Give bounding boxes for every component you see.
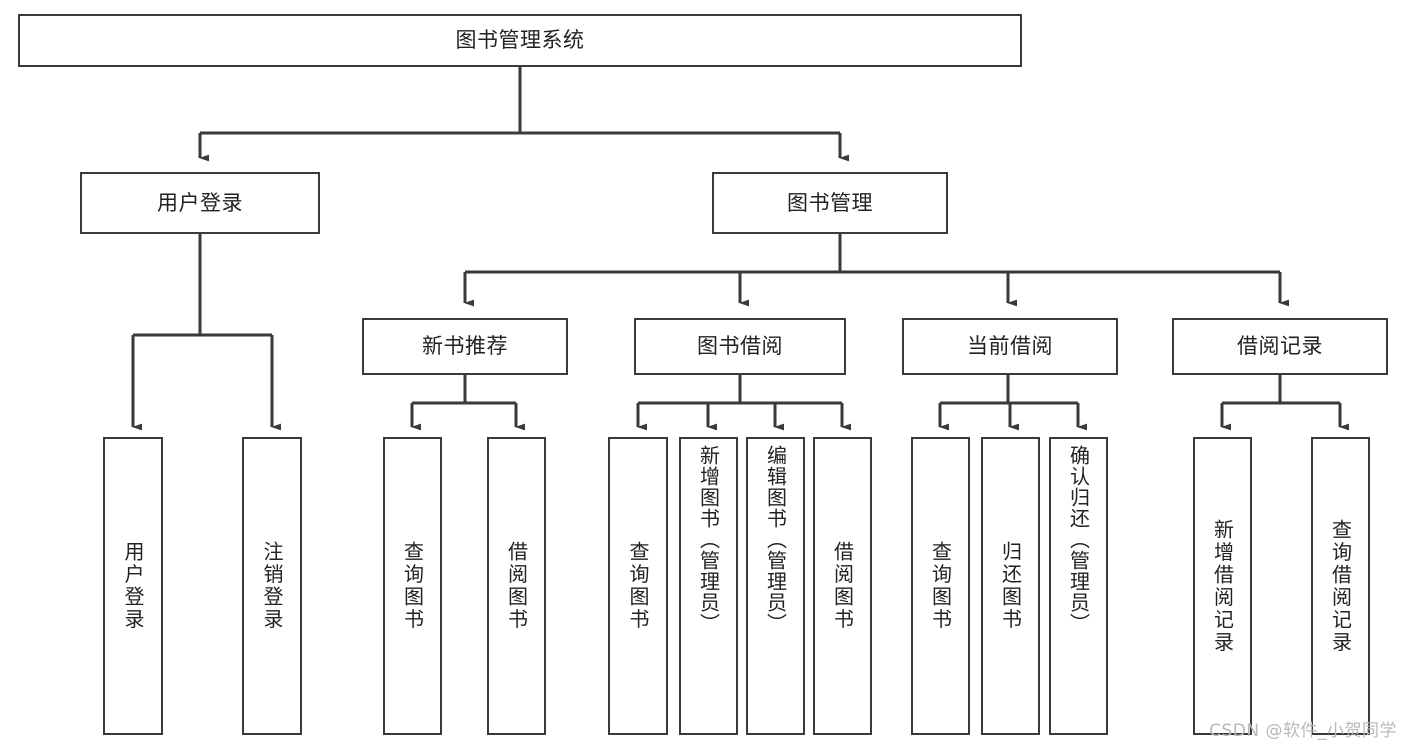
node-book-borrow[interactable]: 图书借阅 <box>634 318 846 375</box>
node-book-borrow-label: 图书借阅 <box>697 334 783 359</box>
leaf-query-book-3-label: 查询图书 <box>928 541 953 631</box>
node-current-borrow[interactable]: 当前借阅 <box>902 318 1118 375</box>
leaf-query-book-2-label: 查询图书 <box>626 541 650 631</box>
node-book-manage[interactable]: 图书管理 <box>712 172 948 234</box>
leaf-add-book[interactable]: 新增图书（管理员） <box>679 437 738 735</box>
leaf-edit-book-label: 编辑图书（管理员） <box>763 445 788 634</box>
node-current-borrow-label: 当前借阅 <box>967 334 1053 359</box>
leaf-return-book-label: 归还图书 <box>998 541 1023 631</box>
leaf-add-record-label: 新增借阅记录 <box>1210 518 1235 654</box>
leaf-add-record[interactable]: 新增借阅记录 <box>1193 437 1252 735</box>
csdn-watermark: CSDN @软件_小贺同学 <box>1209 721 1397 741</box>
leaf-query-record[interactable]: 查询借阅记录 <box>1311 437 1370 735</box>
node-borrow-record[interactable]: 借阅记录 <box>1172 318 1388 375</box>
leaf-confirm-return-label: 确认归还（管理员） <box>1066 445 1091 634</box>
node-root-system-label: 图书管理系统 <box>455 28 585 53</box>
leaf-query-book-3[interactable]: 查询图书 <box>911 437 970 735</box>
leaf-query-record-label: 查询借阅记录 <box>1328 518 1353 654</box>
node-root-system[interactable]: 图书管理系统 <box>18 14 1022 67</box>
leaf-logout-login-label: 注销登录 <box>260 541 284 631</box>
node-book-manage-label: 图书管理 <box>787 190 873 215</box>
leaf-user-login[interactable]: 用户登录 <box>103 437 163 735</box>
leaf-borrow-book-1-label: 借阅图书 <box>504 541 529 631</box>
leaf-borrow-book-1[interactable]: 借阅图书 <box>487 437 546 735</box>
leaf-logout-login[interactable]: 注销登录 <box>242 437 302 735</box>
node-new-book-recommend-label: 新书推荐 <box>422 334 508 359</box>
leaf-confirm-return[interactable]: 确认归还（管理员） <box>1049 437 1108 735</box>
node-user-login[interactable]: 用户登录 <box>80 172 320 234</box>
node-new-book-recommend[interactable]: 新书推荐 <box>362 318 568 375</box>
leaf-user-login-label: 用户登录 <box>121 541 145 631</box>
leaf-query-book-2[interactable]: 查询图书 <box>608 437 668 735</box>
leaf-add-book-label: 新增图书（管理员） <box>696 445 721 634</box>
leaf-edit-book[interactable]: 编辑图书（管理员） <box>746 437 805 735</box>
leaf-borrow-book-2[interactable]: 借阅图书 <box>813 437 872 735</box>
leaf-query-book-1-label: 查询图书 <box>400 541 425 631</box>
node-borrow-record-label: 借阅记录 <box>1237 334 1323 359</box>
leaf-return-book[interactable]: 归还图书 <box>981 437 1040 735</box>
node-user-login-label: 用户登录 <box>157 190 243 215</box>
leaf-borrow-book-2-label: 借阅图书 <box>830 541 855 631</box>
leaf-query-book-1[interactable]: 查询图书 <box>383 437 442 735</box>
